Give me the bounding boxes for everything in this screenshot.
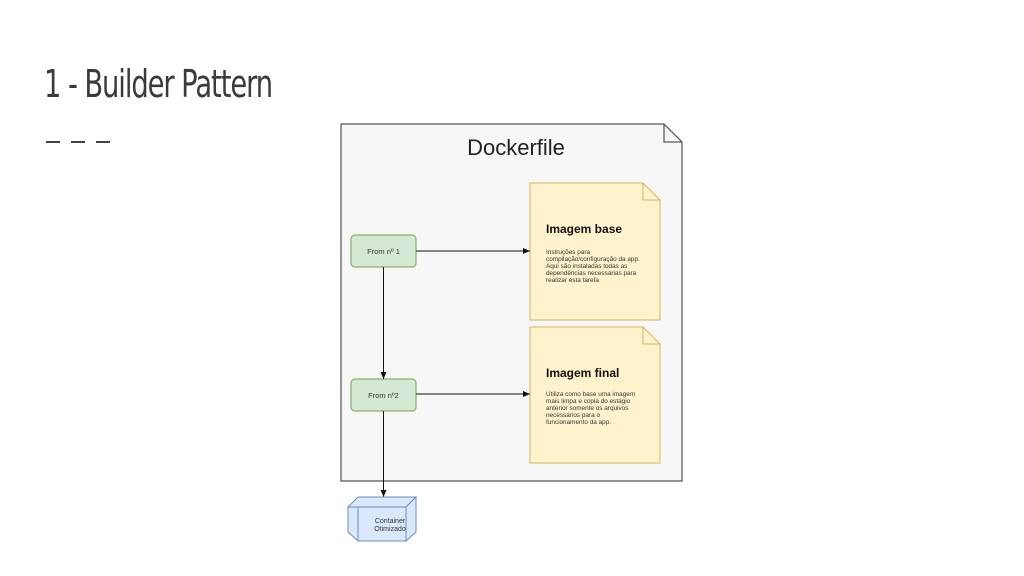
node-from-1-label: From nº 1 [367,247,400,256]
node-from-2-label: From nº2 [368,391,399,400]
note-imagem-base-line-4: dependências necessárias para [546,270,637,277]
container-otimizado-cube [346,495,418,543]
note-imagem-final-line-3: anterior somente os arquivos [546,405,628,412]
dockerfile-frame-fold [663,124,682,143]
note-imagem-base-fold [642,183,660,201]
slide-title: 1 - Builder Pattern [44,62,273,106]
container-label-line-2: Otimizado [374,526,406,533]
note-imagem-base-line-1: Instruções para [546,249,590,256]
note-imagem-final-line-4: necessários para o [546,412,600,419]
title-underline-dashes [46,141,112,143]
note-imagem-final [529,326,661,464]
note-imagem-final-line-1: Utiliza como base uma imagem [546,391,635,398]
note-imagem-base [529,182,661,321]
note-imagem-base-line-3: Aqui são instaladas todas as [546,263,627,270]
note-imagem-base-title: Imagem base [546,222,622,236]
note-imagem-final-line-2: mais limpa e copia do estágio [546,398,631,405]
note-imagem-final-title: Imagem final [546,366,619,380]
note-imagem-final-line-5: funcionamento da app. [546,419,611,426]
dockerfile-title: Dockerfile [467,135,565,160]
note-imagem-base-line-5: realizar esta tarefa [546,277,599,284]
note-imagem-base-line-2: compilação/configuração da app. [546,256,640,263]
note-imagem-final-fold [642,327,660,345]
container-label-line-1: Container [375,518,406,525]
